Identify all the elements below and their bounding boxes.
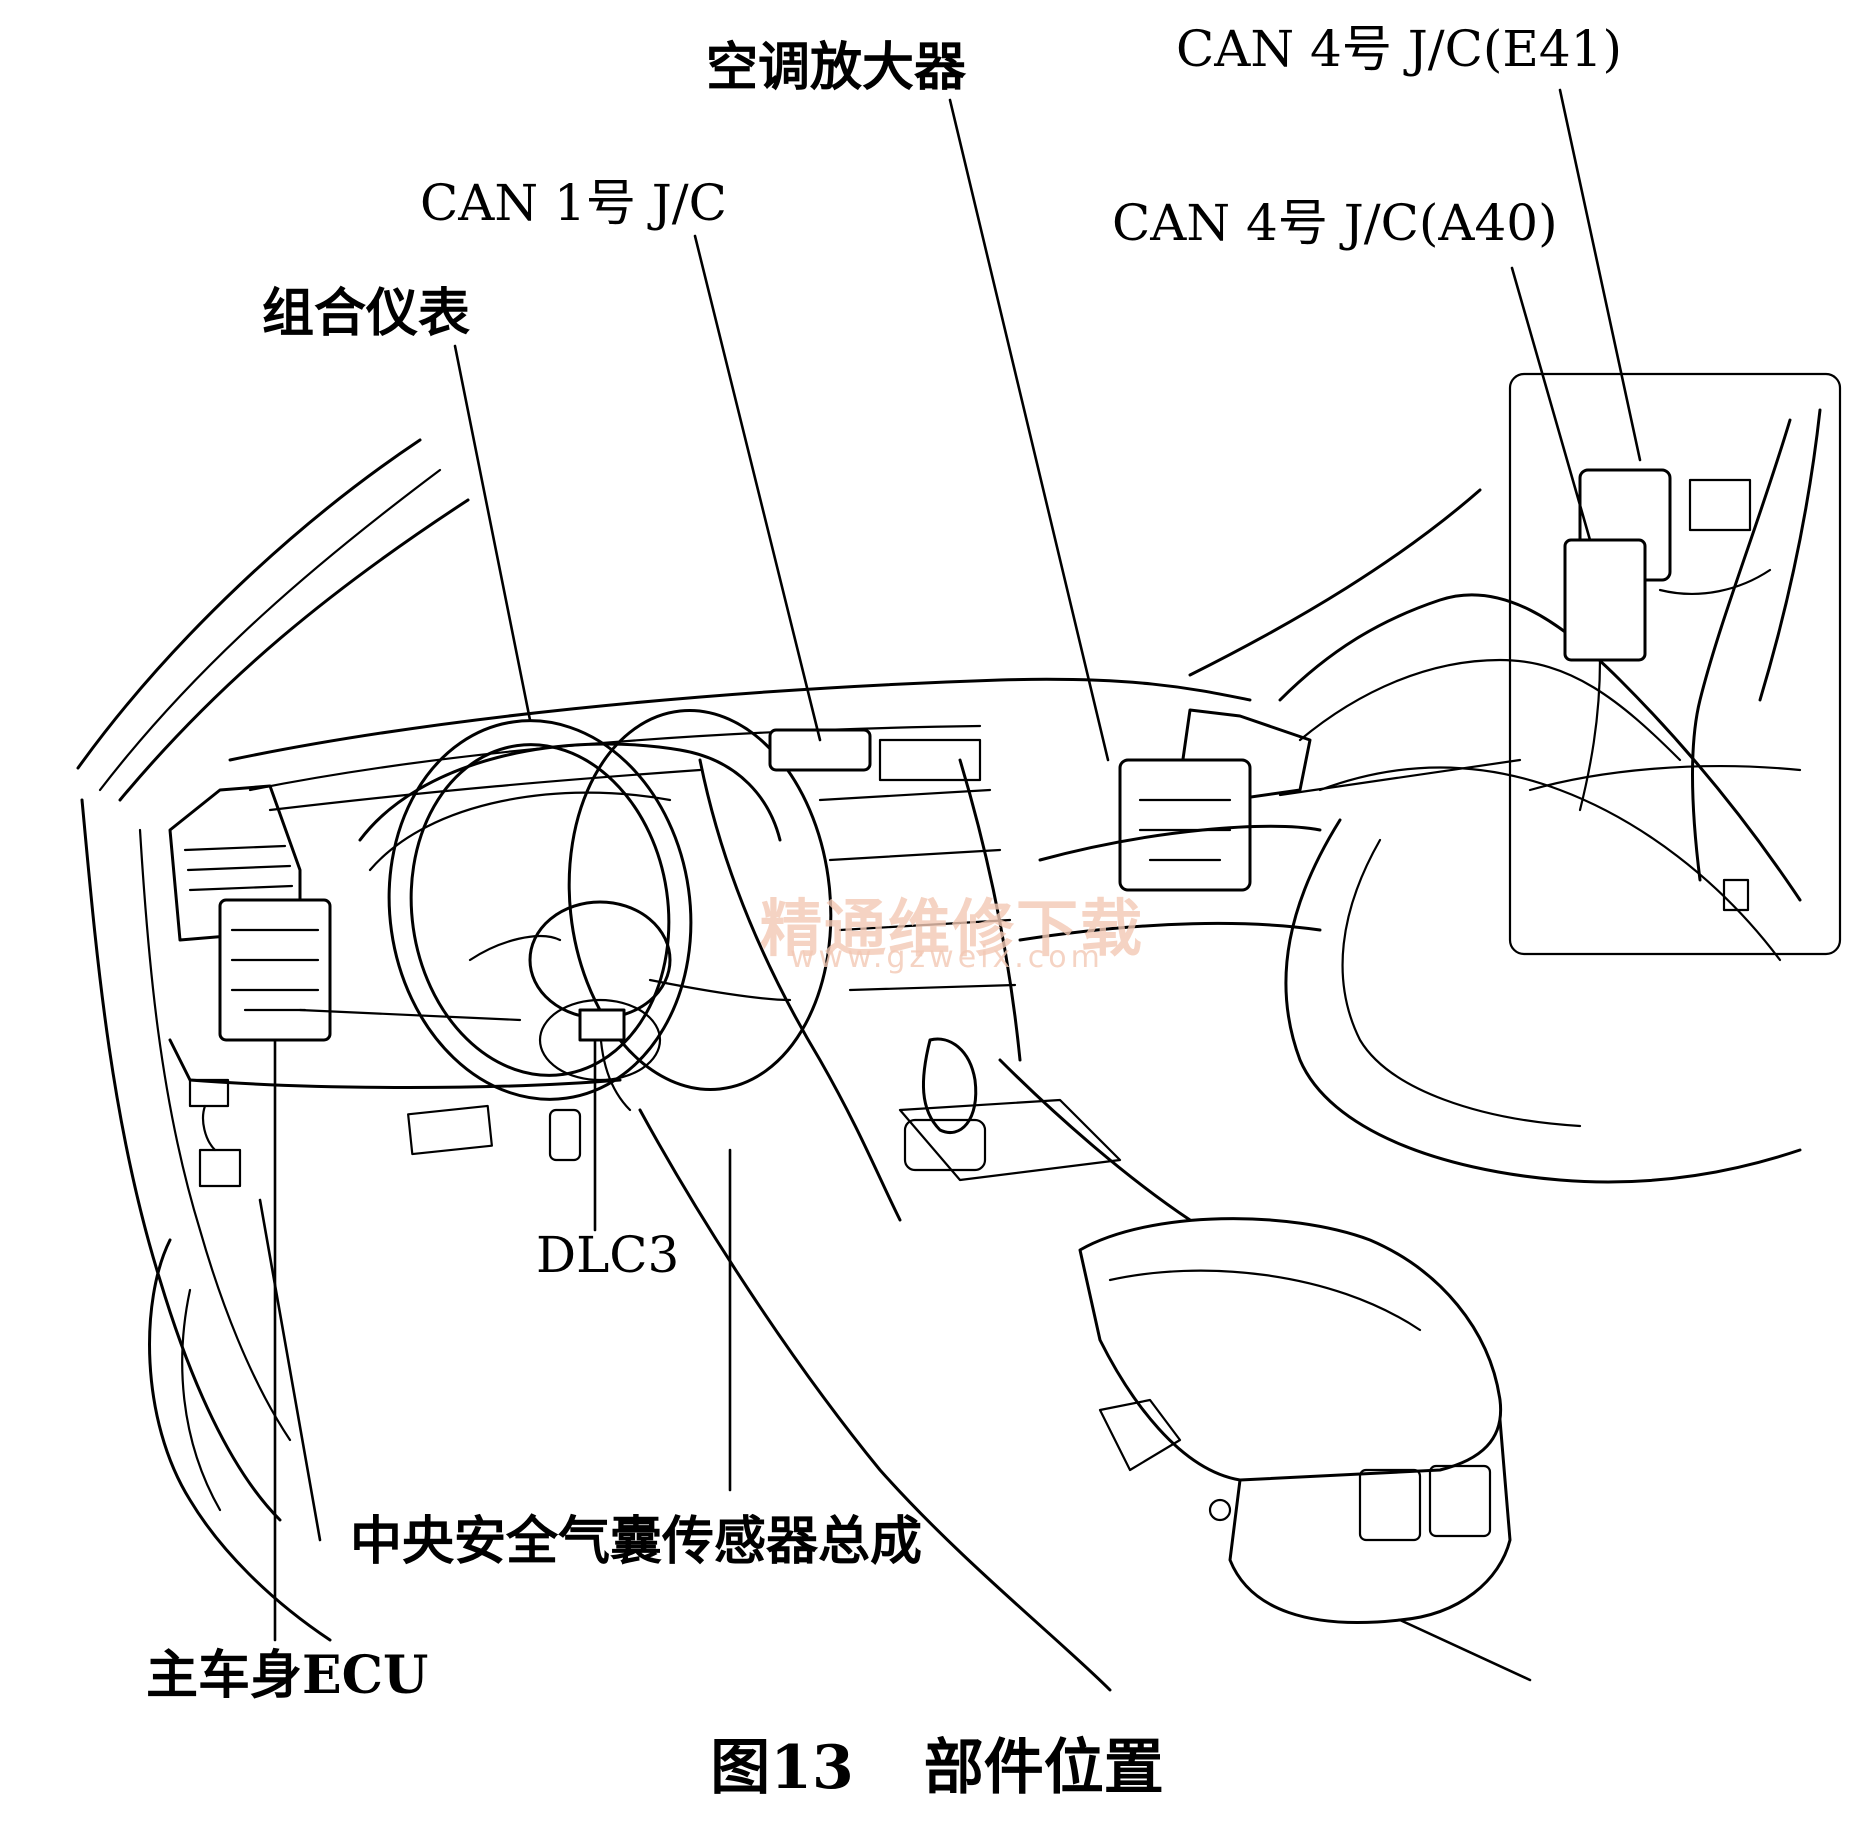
center-panel-1 [818, 788, 992, 802]
dash-top-line [228, 677, 1252, 762]
inset-plug [1722, 878, 1750, 912]
left-door-inner [138, 828, 292, 1442]
figure-number: 图13 [710, 1733, 854, 1803]
console-button [1208, 1498, 1232, 1522]
center-display [878, 738, 982, 782]
right-seat-outline [1284, 818, 1802, 1184]
ecu-wire [201, 1104, 217, 1152]
inset-detail-frame [1508, 372, 1842, 956]
right-door-frame [1278, 593, 1802, 902]
rear-vent-left [1358, 1468, 1422, 1542]
console-tray [898, 1098, 1122, 1182]
center-panel-3 [838, 918, 1012, 932]
leader-ac-amplifier [948, 98, 1110, 762]
center-stack-left [698, 758, 902, 1222]
a-pillar-inner [118, 498, 470, 802]
left-vent [168, 784, 302, 942]
watermark-text: 精通维修下载 [760, 892, 1145, 965]
rear-vent-right [1428, 1464, 1492, 1538]
door-panel-line [181, 1288, 222, 1512]
cluster-hood [358, 742, 782, 842]
dash-top-line-3 [268, 768, 702, 812]
center-stack-right [958, 758, 1022, 1062]
inset-harness-3 [1578, 658, 1602, 812]
figure-title: 部件位置 [923, 1733, 1164, 1803]
can4-junction-block [1118, 758, 1252, 892]
label-can4-e41: CAN 4号 J/C(E41) [1176, 20, 1622, 78]
accelerator-pedal [548, 1108, 582, 1162]
left-vent-slats [183, 844, 294, 892]
label-main-body-ecu: 主车身ECU [146, 1645, 429, 1706]
label-can1: CAN 1号 J/C [420, 174, 727, 232]
left-door-frame [80, 798, 282, 1522]
steering-wheel-outer [387, 719, 693, 1101]
ac-amplifier-block [768, 728, 872, 772]
console-left-edge [638, 1108, 1112, 1692]
center-panel-4 [848, 983, 1017, 992]
shift-gate [903, 1118, 987, 1172]
lower-dash-left [168, 1038, 622, 1089]
leader-can1 [693, 234, 822, 742]
lower-dash-left-2 [298, 1008, 522, 1022]
steering-center [538, 998, 662, 1082]
ecu-plug [198, 1148, 242, 1188]
inset-harness-4 [1658, 568, 1772, 596]
leader-can4-a40 [1510, 266, 1592, 542]
dlc3-connector [578, 1008, 626, 1042]
shift-lever [921, 1037, 978, 1134]
console-right-edge [998, 1058, 1192, 1222]
leader-combination-meter [453, 344, 532, 722]
leader-main-body-ecu-2 [258, 1198, 322, 1542]
a-pillar-outer [76, 438, 422, 770]
console-latch [1098, 1398, 1182, 1472]
ecu-detail [230, 928, 320, 1012]
glovebox-line [1038, 824, 1322, 862]
inset-can4-a40 [1563, 538, 1647, 662]
label-ac-amplifier: 空调放大器 [706, 37, 967, 98]
armrest [1078, 1217, 1503, 1482]
a-pillar-edge [98, 468, 442, 792]
brake-pedal [407, 1104, 493, 1156]
label-can4-a40: CAN 4号 J/C(A40) [1112, 194, 1558, 252]
console-rear [1228, 1418, 1512, 1624]
right-windshield [1188, 488, 1482, 677]
detail-pointer [1278, 758, 1522, 797]
right-seat-inner [1341, 838, 1582, 1128]
right-door-line-2 [1318, 766, 1782, 962]
glovebox-lower [1018, 921, 1322, 942]
label-combination-meter: 组合仪表 [262, 283, 471, 344]
watermark-url: www.gzweix.com [790, 940, 1104, 975]
leader-console-rear [1398, 1618, 1532, 1682]
leader-can4-e41 [1558, 88, 1642, 462]
inset-connector [1688, 478, 1752, 532]
label-dlc3: DLC3 [536, 1226, 680, 1284]
steering-wheel-inner [409, 743, 671, 1077]
inset-harness-1 [1691, 418, 1792, 882]
inset-base-line [1528, 765, 1802, 792]
ecu-connector [188, 1078, 230, 1108]
label-center-airbag-sensor: 中央安全气囊传感器总成 [350, 1511, 923, 1572]
inset-harness-2 [1758, 408, 1822, 702]
steering-wheel-rim-right [567, 709, 833, 1091]
right-door-line [1298, 658, 1682, 762]
armrest-seam [1108, 1269, 1422, 1332]
main-body-ecu-block [218, 898, 332, 1042]
center-panel-2 [828, 848, 1002, 862]
